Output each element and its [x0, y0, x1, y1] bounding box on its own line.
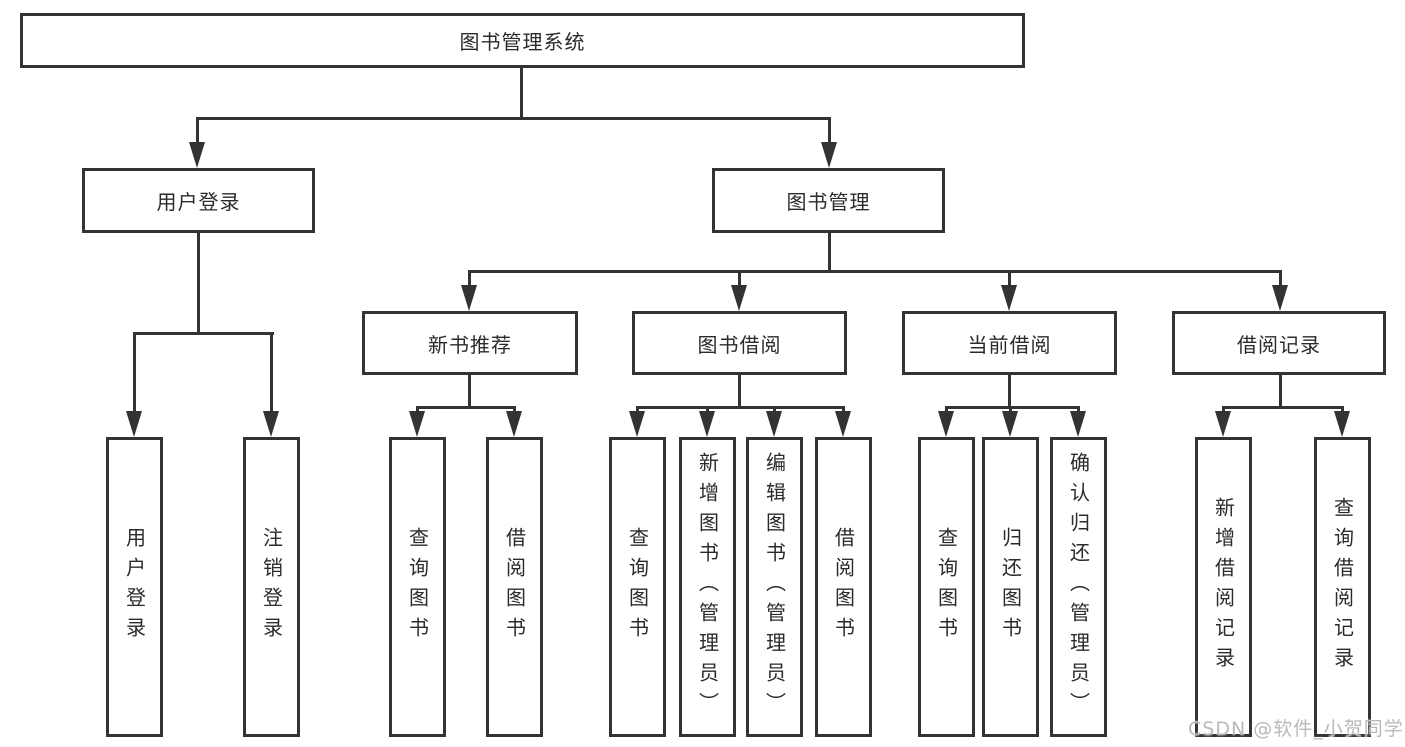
node-label: 新书推荐 — [428, 332, 512, 357]
arrow-down-icon — [731, 285, 747, 311]
node-label: 图书管理系统 — [459, 30, 586, 54]
leaf-edit-book-admin: 编辑图书（管理员） — [746, 437, 803, 737]
leaf-label: 借阅图书 — [502, 527, 527, 647]
connector-line — [1279, 271, 1282, 287]
node-new-book-recommend: 新书推荐 — [362, 311, 578, 375]
connector-line — [1008, 271, 1011, 287]
arrow-down-icon — [506, 411, 522, 437]
arrow-down-icon — [1002, 411, 1018, 437]
connector-line — [1222, 406, 1344, 409]
leaf-borrow-books-recommend: 借阅图书 — [486, 437, 543, 737]
leaf-label: 归还图书 — [998, 527, 1023, 647]
leaf-label: 借阅图书 — [831, 527, 856, 647]
leaf-query-books-borrowing: 查询图书 — [609, 437, 666, 737]
node-label: 借阅记录 — [1237, 332, 1321, 357]
leaf-logout: 注销登录 — [243, 437, 300, 737]
arrow-down-icon — [821, 142, 837, 168]
connector-line — [828, 233, 831, 272]
node-borrowing-records: 借阅记录 — [1172, 311, 1386, 375]
node-book-management: 图书管理 — [712, 168, 945, 233]
connector-line — [133, 334, 136, 413]
node-label: 当前借阅 — [967, 332, 1052, 357]
leaf-label: 新增图书（管理员） — [695, 452, 720, 722]
arrow-down-icon — [766, 411, 782, 437]
arrow-down-icon — [629, 411, 645, 437]
connector-line — [196, 118, 199, 144]
leaf-label: 查询借阅记录 — [1330, 497, 1355, 677]
connector-line — [738, 375, 741, 409]
connector-line — [133, 332, 274, 335]
arrow-down-icon — [1001, 285, 1017, 311]
arrow-down-icon — [126, 411, 142, 437]
connector-line — [416, 406, 516, 409]
arrow-down-icon — [1334, 411, 1350, 437]
connector-line — [945, 406, 1080, 409]
leaf-query-borrow-record: 查询借阅记录 — [1314, 437, 1371, 737]
arrow-down-icon — [835, 411, 851, 437]
leaf-label: 注销登录 — [259, 527, 284, 647]
connector-line — [520, 68, 523, 118]
node-label: 图书管理 — [786, 190, 871, 214]
leaf-label: 查询图书 — [405, 527, 430, 647]
arrow-down-icon — [189, 142, 205, 168]
connector-line — [828, 118, 831, 144]
connector-line — [270, 334, 273, 413]
arrow-down-icon — [461, 285, 477, 311]
leaf-label: 确认归还（管理员） — [1066, 452, 1091, 722]
leaf-add-book-admin: 新增图书（管理员） — [679, 437, 736, 737]
connector-line — [738, 271, 741, 287]
arrow-down-icon — [938, 411, 954, 437]
watermark: CSDN @软件_小贺同学 — [1188, 718, 1404, 740]
leaf-return-book: 归还图书 — [982, 437, 1039, 737]
connector-line — [1279, 375, 1282, 409]
leaf-borrow-books-borrowing: 借阅图书 — [815, 437, 872, 737]
connector-line — [468, 270, 1282, 273]
connector-line — [196, 117, 831, 120]
arrow-down-icon — [1272, 285, 1288, 311]
arrow-down-icon — [409, 411, 425, 437]
leaf-label: 新增借阅记录 — [1211, 497, 1236, 677]
node-label: 图书借阅 — [697, 332, 782, 357]
node-current-borrowing: 当前借阅 — [902, 311, 1117, 375]
arrow-down-icon — [1070, 411, 1086, 437]
leaf-label: 查询图书 — [934, 527, 959, 647]
node-user-login: 用户登录 — [82, 168, 315, 233]
arrow-down-icon — [263, 411, 279, 437]
node-book-borrowing: 图书借阅 — [632, 311, 847, 375]
node-label: 用户登录 — [156, 190, 241, 214]
connector-line — [1008, 375, 1011, 409]
leaf-label: 查询图书 — [625, 527, 650, 647]
connector-line — [468, 375, 471, 409]
connector-line — [636, 406, 845, 409]
connector-line — [468, 271, 471, 287]
leaf-confirm-return-admin: 确认归还（管理员） — [1050, 437, 1107, 737]
arrow-down-icon — [699, 411, 715, 437]
leaf-user-login: 用户登录 — [106, 437, 163, 737]
connector-line — [197, 233, 200, 334]
leaf-query-books-current: 查询图书 — [918, 437, 975, 737]
arrow-down-icon — [1215, 411, 1231, 437]
leaf-query-books-recommend: 查询图书 — [389, 437, 446, 737]
leaf-add-borrow-record: 新增借阅记录 — [1195, 437, 1252, 737]
node-library-system: 图书管理系统 — [20, 13, 1025, 68]
leaf-label: 编辑图书（管理员） — [762, 452, 787, 722]
leaf-label: 用户登录 — [122, 527, 147, 647]
